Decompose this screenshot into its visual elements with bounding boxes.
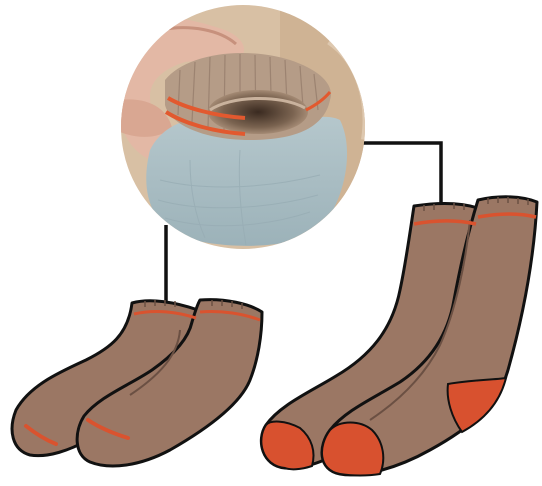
tall-sock-pair-illustration bbox=[261, 197, 537, 476]
zoomed-photo-of-sock-cuff bbox=[110, 0, 380, 260]
short-sock-pair-illustration bbox=[12, 300, 262, 466]
